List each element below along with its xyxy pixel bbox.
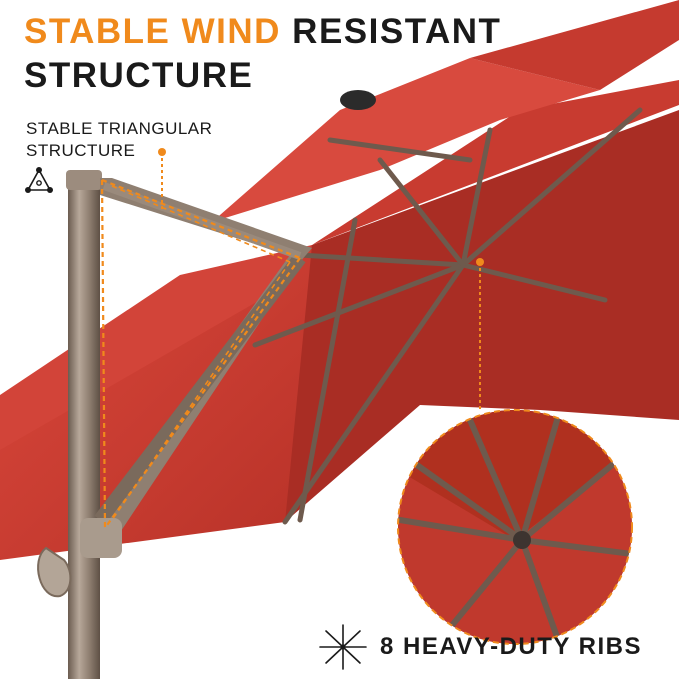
vent-canopy-right — [470, 0, 679, 90]
ribs-callout: 8 HEAVY-DUTY RIBS — [316, 622, 642, 672]
crank-handle — [37, 518, 122, 598]
pole-cap — [66, 170, 102, 190]
callout-dot-hub — [476, 258, 484, 266]
solar-cap — [340, 90, 376, 110]
callout-leaders — [161, 152, 481, 410]
triangle-structure-overlay — [100, 178, 301, 529]
ribs-star-icon — [319, 624, 367, 670]
canopy-right-panel — [312, 80, 679, 245]
headline-rest: RESISTANT — [280, 12, 502, 51]
headline-accent: STABLE WIND — [24, 12, 281, 51]
headline: STABLE WIND RESISTANT STRUCTURE — [24, 10, 501, 98]
triangular-label-line2: STRUCTURE — [26, 141, 136, 160]
ribs-label: 8 HEAVY-DUTY RIBS — [380, 633, 642, 660]
arm-beam — [94, 253, 306, 525]
triangle-overlay-inner — [111, 185, 291, 521]
triangle-nodes-icon — [25, 167, 53, 193]
triangular-structure-label: STABLE TRIANGULAR STRUCTURE — [26, 118, 212, 162]
zoom-detail-circle — [397, 409, 633, 645]
callout-dot-top — [158, 148, 166, 156]
vent-canopy — [212, 58, 600, 222]
headline-line2: STRUCTURE — [24, 56, 254, 95]
umbrella-pole — [68, 172, 100, 679]
triangular-label-line1: STABLE TRIANGULAR — [26, 119, 213, 138]
arm-top-beam — [102, 182, 302, 260]
canopy-ribs — [252, 107, 643, 525]
